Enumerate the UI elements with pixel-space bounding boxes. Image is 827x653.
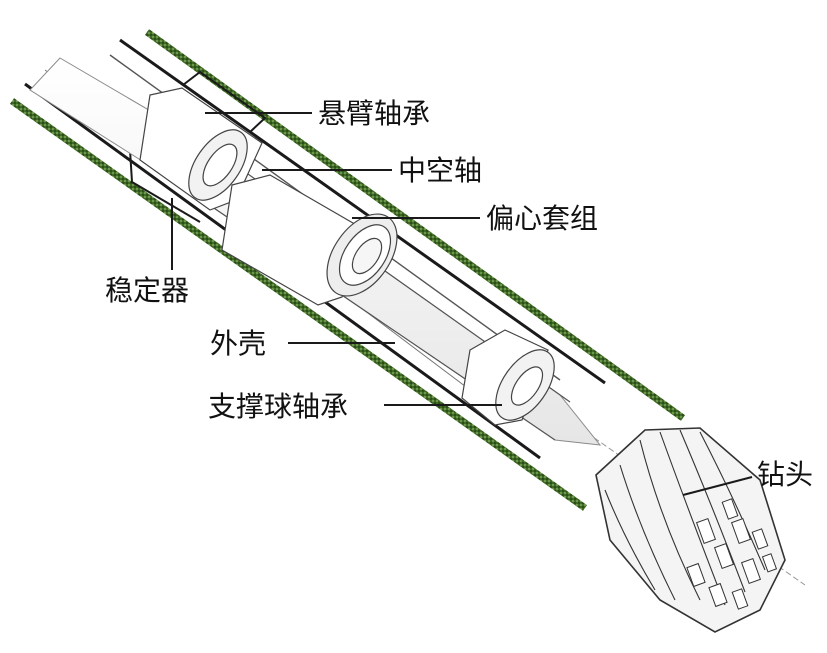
outer-band-top: [144, 29, 686, 421]
stabilizer-group: [129, 70, 267, 270]
cantilever-bearing-bore: [202, 143, 238, 187]
eccentric-sleeve-inner-ring: [351, 237, 383, 275]
support-ball-bearing: [461, 329, 555, 426]
drill-bit-blades: [604, 429, 766, 606]
drill-bit-cutters: [686, 498, 778, 610]
drill-bit-body: [595, 427, 786, 633]
label-hollow-shaft: 中空轴: [398, 154, 482, 187]
outer-band-group: [9, 29, 686, 511]
label-support-ball-bearing: 支撑球轴承: [208, 390, 348, 423]
cantilever-bearing: [139, 87, 263, 211]
housing-top-line: [119, 38, 606, 385]
label-drill-bit: 钻头: [757, 458, 813, 491]
support-ball-bearing-bore: [510, 366, 544, 406]
outer-band-bottom: [9, 98, 588, 511]
label-cantilever-bearing: 悬臂轴承: [318, 97, 430, 130]
eccentric-sleeve: [221, 174, 398, 306]
label-stabilizer: 稳定器: [105, 274, 189, 307]
leader-drill-bit: [682, 476, 753, 496]
label-eccentric-sleeve: 偏心套组: [486, 202, 598, 235]
leader-lines: [205, 112, 753, 496]
stabilizer-bottom-bracket: [129, 149, 201, 223]
stabilizer-top-bracket: [182, 70, 267, 133]
label-housing: 外壳: [210, 327, 266, 360]
drill-bit: [595, 427, 786, 633]
